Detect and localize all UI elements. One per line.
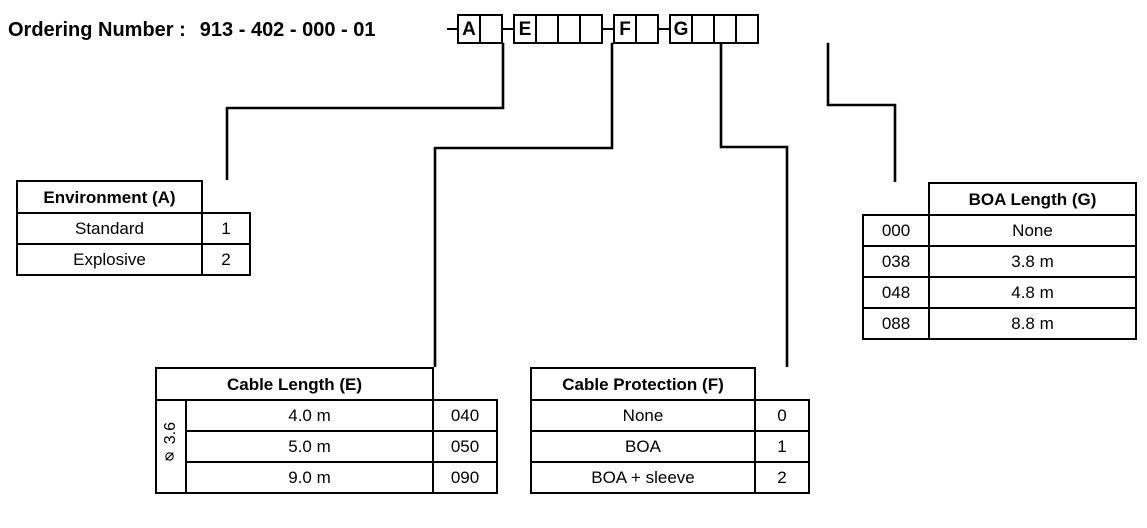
table-header-row: Environment (A)	[16, 180, 250, 214]
environment-row-1-desc: Explosive	[16, 243, 203, 276]
code-cell-f-1[interactable]	[635, 14, 659, 44]
table-row[interactable]: BOA + sleeve 2	[530, 461, 810, 494]
boa-length-row-3-desc: 8.8 m	[928, 307, 1137, 340]
code-cell-e-2[interactable]	[557, 14, 581, 44]
cable-protection-row-1-code: 1	[754, 430, 810, 463]
table-row[interactable]: 5.0 m 050	[156, 430, 498, 463]
ordering-number-row: Ordering Number : 913 - 402 - 000 - 01	[8, 12, 375, 48]
cable-protection-row-1-desc: BOA	[530, 430, 756, 463]
boa-length-row-0-desc: None	[928, 214, 1137, 247]
boa-length-row-1-desc: 3.8 m	[928, 245, 1137, 278]
table-header-row: Cable Protection (F)	[530, 367, 809, 401]
table-row[interactable]: BOA 1	[530, 430, 810, 463]
environment-row-0-code: 1	[201, 212, 251, 245]
dash-separator-1	[503, 28, 513, 30]
cable-length-row-1-desc: 5.0 m	[185, 430, 434, 463]
code-group-e: E	[513, 14, 603, 44]
cable-protection-table: Cable Protection (F) None 0 BOA 1 BOA + …	[530, 367, 810, 494]
spacer-cell	[433, 368, 497, 400]
cable-length-row-0-desc: 4.0 m	[185, 399, 434, 432]
table-row[interactable]: Explosive 2	[16, 243, 251, 276]
boa-length-row-2-desc: 4.8 m	[928, 276, 1137, 309]
boa-length-table-title: BOA Length (G)	[928, 182, 1137, 216]
table-row[interactable]: 000 None	[862, 214, 1137, 247]
table-row[interactable]: None 0	[530, 399, 810, 432]
spacer-cell	[755, 368, 809, 400]
spacer-cell	[202, 181, 250, 213]
table-row[interactable]: 048 4.8 m	[862, 276, 1137, 309]
code-cell-e-0[interactable]: E	[513, 14, 537, 44]
ordering-number-label: Ordering Number :	[8, 18, 186, 41]
cable-length-row-2-code: 090	[432, 461, 498, 494]
code-cell-g-1[interactable]	[691, 14, 715, 44]
boa-length-row-2-code: 048	[862, 276, 930, 309]
table-row[interactable]: Standard 1	[16, 212, 251, 245]
dash-separator-2	[603, 28, 613, 30]
environment-table-title: Environment (A)	[16, 180, 203, 214]
leader-e	[433, 42, 614, 411]
code-cell-e-3[interactable]	[579, 14, 603, 44]
cable-length-row-0-code: 040	[432, 399, 498, 432]
code-boxes: A E F G	[447, 14, 759, 44]
cable-protection-table-title: Cable Protection (F)	[530, 367, 756, 401]
cable-length-table: Cable Length (E) ⌀ 3.6 4.0 m 040 5.0 m 0…	[155, 367, 498, 494]
table-row[interactable]: 9.0 m 090	[156, 461, 498, 494]
cable-protection-row-0-code: 0	[754, 399, 810, 432]
code-cell-a-0[interactable]: A	[457, 14, 481, 44]
table-header-row: Cable Length (E)	[155, 367, 497, 401]
code-group-f: F	[613, 14, 659, 44]
spacer-cell	[863, 183, 929, 215]
code-group-g: G	[669, 14, 759, 44]
cable-protection-row-0-desc: None	[530, 399, 756, 432]
leader-f	[719, 42, 789, 411]
code-cell-g-0[interactable]: G	[669, 14, 693, 44]
code-cell-a-1[interactable]	[479, 14, 503, 44]
environment-row-0-desc: Standard	[16, 212, 203, 245]
environment-table: Environment (A) Standard 1 Explosive 2	[16, 180, 251, 276]
table-row[interactable]: ⌀ 3.6 4.0 m 040	[155, 399, 498, 494]
cable-diameter-label: ⌀ 3.6	[155, 399, 187, 494]
code-group-a: A	[457, 14, 503, 44]
table-row[interactable]: 088 8.8 m	[862, 307, 1137, 340]
cable-length-row-1-code: 050	[432, 430, 498, 463]
boa-length-row-0-code: 000	[862, 214, 930, 247]
cable-length-row-2-desc: 9.0 m	[185, 461, 434, 494]
dash-separator-3	[659, 28, 669, 30]
leader-a	[225, 42, 505, 223]
table-row[interactable]: 038 3.8 m	[862, 245, 1137, 278]
environment-row-1-code: 2	[201, 243, 251, 276]
dash-separator-0	[447, 28, 457, 30]
code-cell-g-3[interactable]	[735, 14, 759, 44]
cable-diameter-value: ⌀ 3.6	[162, 422, 179, 468]
code-cell-f-0[interactable]: F	[613, 14, 637, 44]
boa-length-row-3-code: 088	[862, 307, 930, 340]
code-cell-e-1[interactable]	[535, 14, 559, 44]
ordering-number-value: 913 - 402 - 000 - 01	[199, 18, 376, 41]
code-cell-g-2[interactable]	[713, 14, 737, 44]
boa-length-table: BOA Length (G) 000 None 038 3.8 m 048 4.…	[862, 182, 1137, 340]
cable-protection-row-2-desc: BOA + sleeve	[530, 461, 756, 494]
cable-length-table-title: Cable Length (E)	[155, 367, 434, 401]
boa-length-row-1-code: 038	[862, 245, 930, 278]
cable-protection-row-2-code: 2	[754, 461, 810, 494]
table-header-row: BOA Length (G)	[863, 182, 1137, 216]
